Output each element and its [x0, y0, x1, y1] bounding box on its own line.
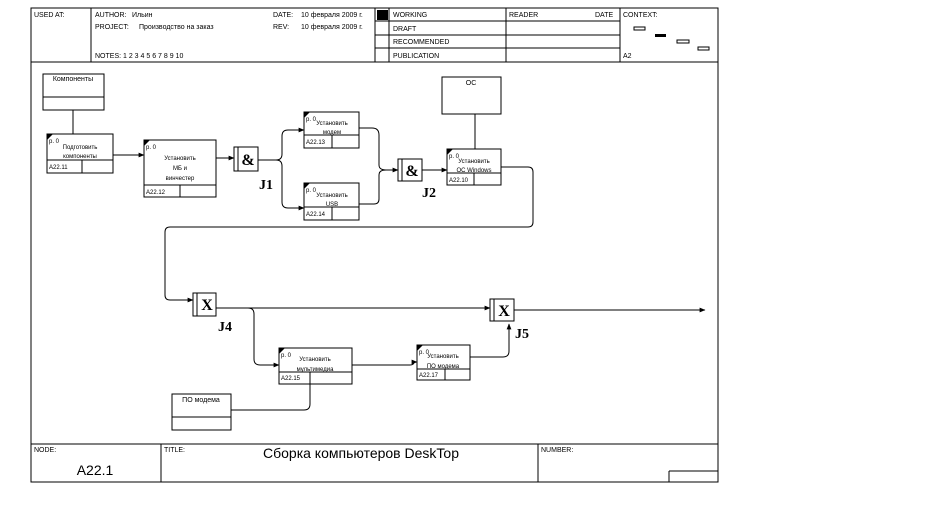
- context-node: A2: [623, 53, 632, 60]
- used-at-label: USED AT:: [34, 12, 65, 19]
- reader-label: READER: [509, 12, 538, 19]
- a2213-id: A22.13: [306, 140, 326, 146]
- a2210-name-1: Установить: [458, 159, 490, 165]
- activity-box-a2212[interactable]: p. 0 Установить МБ и винчестер A22.12: [143, 139, 217, 198]
- activity-box-a2211[interactable]: p. 0 Подготовить компоненты A22.11: [46, 133, 114, 174]
- junction-j4[interactable]: X: [192, 292, 217, 317]
- a2212-cost: p. 0: [146, 145, 157, 151]
- project-value: Производство на заказ: [139, 24, 214, 31]
- a2217-name-2: ПО модема: [427, 364, 460, 370]
- a2214-id: A22.14: [306, 212, 326, 218]
- status-draft: DRAFT: [393, 26, 417, 33]
- a2214-name-2: USB: [326, 202, 338, 208]
- project-label: PROJECT:: [95, 24, 129, 31]
- activity-box-a2217[interactable]: p. 0 Установить ПО модема A22.17: [416, 344, 471, 381]
- a2211-id: A22.11: [49, 165, 68, 171]
- a2215-id: A22.15: [281, 376, 301, 382]
- title-label: TITLE:: [164, 447, 185, 454]
- a2217-id: A22.17: [419, 373, 439, 379]
- activity-box-a2213[interactable]: p. 0 Установить модем A22.13: [303, 111, 360, 149]
- j2-symbol: &: [405, 163, 418, 180]
- a2210-name-2: ОС Windows: [456, 168, 491, 174]
- a2213-name-1: Установить: [316, 121, 348, 127]
- arrow-modem-sw-to-a2215: [231, 384, 311, 411]
- diagram-title: Сборка компьютеров DeskTop: [263, 445, 459, 461]
- a2210-id: A22.10: [449, 178, 469, 184]
- j2-label: J2: [422, 186, 436, 201]
- connectors: [72, 110, 706, 411]
- a2214-cost: p. 0: [306, 188, 317, 194]
- arrow-a2210-to-j4: [164, 166, 534, 303]
- rev-label: REV:: [273, 24, 289, 31]
- context-thumbnail: [633, 26, 710, 51]
- j1-label: J1: [259, 178, 273, 193]
- a2213-name-2: модем: [323, 130, 341, 136]
- footer-frame: [30, 443, 719, 483]
- modem-sw-label-box: [171, 393, 232, 431]
- j4-label: J4: [218, 320, 232, 335]
- a2211-name-1: Подготовить: [63, 145, 98, 151]
- arrow-a2214-to-j2: [359, 169, 387, 205]
- working-status-marker: [377, 10, 388, 20]
- arrow-j1-to-a2213: [258, 127, 305, 161]
- a2214-name-1: Установить: [316, 193, 348, 199]
- a2212-id: A22.12: [146, 190, 166, 196]
- a2215-cost: p. 0: [281, 353, 292, 359]
- context-label: CONTEXT:: [623, 12, 658, 19]
- a2215-name-1: Установить: [299, 357, 331, 363]
- arrow-j4-to-a2215: [247, 307, 280, 368]
- a2210-cost: p. 0: [449, 154, 460, 160]
- os-label: ОС: [466, 80, 477, 87]
- junction-j5[interactable]: X: [489, 298, 515, 322]
- components-label: Компоненты: [53, 76, 93, 83]
- number-label: NUMBER:: [541, 447, 573, 454]
- author-value: Ильин: [132, 12, 153, 19]
- activity-box-a2214[interactable]: p. 0 Установить USB A22.14: [303, 182, 360, 221]
- a2211-cost: p. 0: [49, 139, 60, 145]
- j1-symbol: &: [241, 152, 254, 169]
- a2217-name-1: Установить: [427, 354, 459, 360]
- junction-j1[interactable]: &: [233, 146, 259, 172]
- j5-symbol: X: [498, 303, 510, 320]
- activity-box-a2215[interactable]: p. 0 Установить мультимедиа A22.15: [278, 347, 353, 385]
- date-label: DATE:: [273, 12, 293, 19]
- rev-value: 10 февраля 2009 г.: [301, 24, 363, 31]
- node-label: NODE:: [34, 447, 56, 454]
- j4-symbol: X: [201, 297, 213, 314]
- status-publication: PUBLICATION: [393, 53, 439, 60]
- status-working: WORKING: [393, 12, 427, 19]
- status-recommended: RECOMMENDED: [393, 39, 449, 46]
- arrow-a2217-to-j5: [470, 323, 512, 358]
- diagram-frame: [30, 61, 719, 445]
- notes-label: NOTES: 1 2 3 4 5 6 7 8 9 10: [95, 53, 183, 60]
- node-value: A22.1: [77, 462, 114, 478]
- a2212-name-3: винчестер: [166, 176, 195, 182]
- arrow-a2213-to-j2: [359, 127, 399, 173]
- date-value: 10 февраля 2009 г.: [301, 12, 363, 19]
- a2212-name-1: Установить: [164, 156, 196, 162]
- a2215-name-2: мультимедиа: [297, 367, 335, 373]
- j5-label: J5: [515, 327, 529, 342]
- os-label-box: [441, 76, 502, 115]
- reader-date-label: DATE: [595, 12, 613, 19]
- arrow-j1-to-a2214: [275, 159, 305, 211]
- modem-sw-label: ПО модема: [182, 397, 220, 404]
- activity-box-a2210[interactable]: p. 0 Установить ОС Windows A22.10: [446, 148, 502, 186]
- arrow-a2215-to-a2217: [352, 359, 418, 366]
- a2211-name-2: компоненты: [63, 154, 97, 160]
- a2212-name-2: МБ и: [173, 166, 187, 172]
- a2213-cost: p. 0: [306, 117, 317, 123]
- a2217-cost: p. 0: [419, 350, 430, 356]
- junction-j2[interactable]: &: [397, 158, 423, 182]
- author-label: AUTHOR:: [95, 12, 127, 19]
